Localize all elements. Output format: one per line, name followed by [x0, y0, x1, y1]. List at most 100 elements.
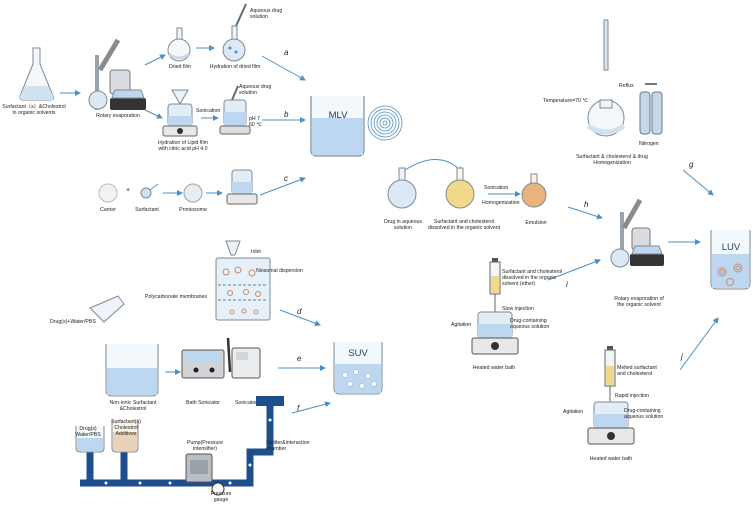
label-niosomal-dispersion: Niosomal dispersion	[256, 268, 303, 274]
drug-beaker-icon	[75, 426, 105, 453]
route-letter-g: g	[689, 160, 694, 169]
route-letter-i: i	[566, 280, 568, 289]
arrow-i	[547, 258, 601, 281]
label-nitrogen: Nitrogen	[639, 141, 659, 147]
label-bath-sonicator: Bath Sonicator	[185, 400, 221, 406]
label-rapid-injection: Rapid injection	[615, 393, 650, 399]
arrow-j	[679, 317, 719, 371]
route-letter-a: a	[284, 48, 289, 57]
organic-flask-icon	[445, 167, 475, 209]
label-sonication: Sonication	[196, 108, 221, 114]
dried-film-flask-icon	[167, 27, 191, 62]
label-emulsion: Emulsion	[525, 220, 547, 226]
route-letter-f: f	[297, 404, 300, 413]
additives-beaker-icon	[111, 420, 139, 453]
arrow-f	[291, 401, 331, 414]
label-heated-water-bath: Heated water bath	[472, 365, 516, 371]
label-proniosome: Proniosome	[179, 207, 207, 213]
label-non-ionic: Non-ionic Surfactant&Cholestrol	[109, 400, 157, 413]
label-polycarbonate: Polycarbonate membranes	[145, 294, 207, 300]
ph7-beaker-icon	[219, 85, 251, 135]
carrier-icon	[98, 183, 118, 203]
label-slow-injection: Slow injection	[502, 306, 534, 312]
label-sonication-2: Sonication	[484, 185, 509, 191]
label-sonicator: Sonicator	[235, 400, 257, 406]
lipid-film-hydration-icon	[162, 89, 198, 137]
label-inlet: Inlet	[251, 249, 261, 255]
arrow-a	[261, 55, 306, 81]
stirrer-icon	[226, 169, 258, 205]
erlenmeyer-flask-icon	[19, 47, 55, 101]
label-agitation-2: Agitation	[563, 409, 584, 415]
label-reflux: Reflux	[619, 83, 634, 89]
extruder-icon	[215, 240, 271, 321]
surfactant-icon	[140, 183, 159, 199]
nitrogen-cylinder-icon	[639, 83, 663, 135]
label-carrier: Carrier	[100, 207, 116, 213]
route-letter-h: h	[584, 200, 589, 209]
label-rotary-evaporation: Rotary evaporation	[96, 113, 140, 119]
label-surfactant: Surfactant	[135, 207, 159, 213]
label-heated-water-bath-2: Heated water bath	[589, 456, 633, 462]
rotary-evaporator-2-icon	[610, 198, 664, 268]
route-letter-e: e	[297, 354, 302, 363]
ether-syringe-icon	[471, 258, 519, 355]
reflux-flask-icon	[586, 19, 626, 137]
sonicator-icon	[226, 337, 261, 379]
pressure-gauge-icon	[211, 482, 225, 496]
label-hydration-dried-film: Hydration of dried film	[209, 64, 261, 70]
pouring-flask-icon	[89, 295, 125, 323]
arrow-curve	[404, 159, 463, 173]
arrow-h	[567, 206, 603, 220]
route-letter-d: d	[297, 307, 302, 316]
label-homogenization: Homogenization	[482, 200, 520, 206]
label-suv: SUV	[348, 348, 368, 359]
arrow-d	[279, 309, 321, 327]
label-drug-water-pbs: Drug(s)+Water/PBS	[50, 319, 96, 325]
arrow-c	[259, 176, 306, 196]
label-agitation: Agitation	[451, 322, 472, 328]
hydration-flask-icon	[222, 3, 247, 62]
label-mlv: MLV	[328, 110, 348, 121]
drug-aqueous-flask-icon	[387, 167, 417, 209]
melted-syringe-icon	[587, 346, 635, 445]
arrow-g	[682, 169, 714, 196]
mlv-vesicle-icon	[367, 105, 403, 141]
label-temperature: Temperature=70 ℃	[543, 98, 589, 104]
rotary-evaporator-icon	[88, 38, 146, 110]
arrow-to-hydration	[144, 109, 163, 119]
route-letter-b: b	[284, 110, 289, 119]
proniosome-icon	[183, 183, 203, 203]
bath-sonicator-icon	[181, 349, 225, 379]
suv-beaker-icon	[333, 342, 383, 395]
label-luv: LUV	[721, 242, 741, 253]
homogenizer-pipe-icon	[80, 396, 284, 487]
route-letter-c: c	[284, 174, 288, 183]
pump-icon	[185, 453, 213, 483]
mlv-beaker-icon	[310, 96, 365, 157]
label-plus: +	[126, 187, 131, 194]
non-ionic-beaker-icon	[105, 344, 159, 397]
route-letter-j: j	[681, 352, 683, 361]
label-drugs-water: Drug(s)Water/PBS	[75, 426, 101, 439]
emulsion-flask-icon	[521, 173, 547, 208]
luv-beaker-icon	[710, 230, 751, 290]
